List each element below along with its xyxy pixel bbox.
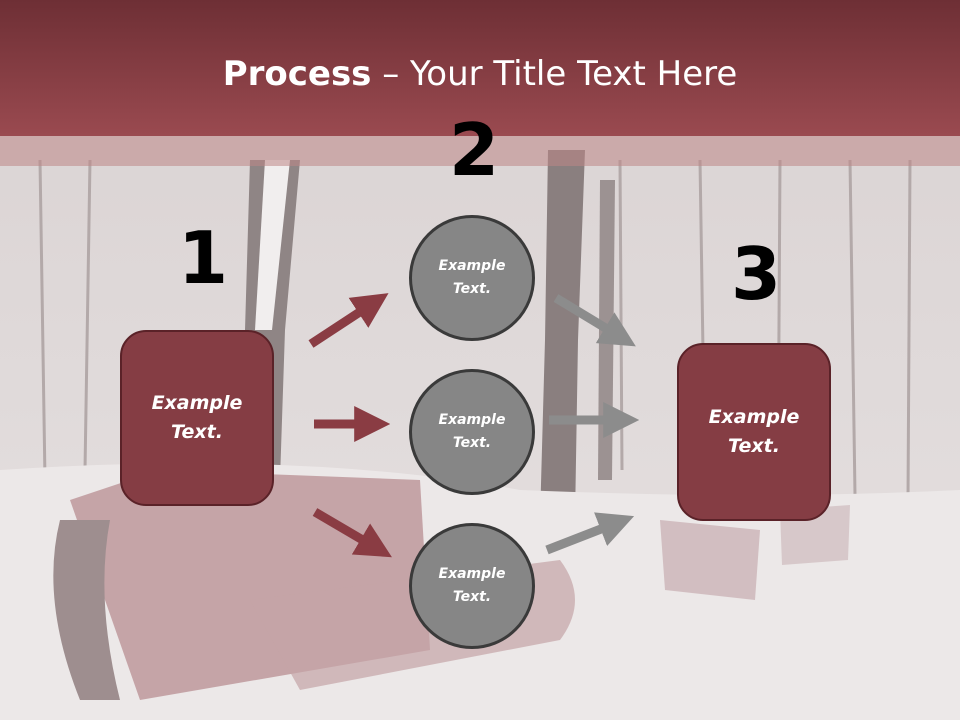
step2-circle-top: Example Text. (409, 215, 535, 341)
arrow-to-step2-bottom (312, 508, 392, 558)
slide-title: Process – Your Title Text Here (0, 54, 960, 94)
left-step-text: Example Text. (151, 392, 243, 443)
title-rest: – Your Title Text Here (371, 54, 738, 94)
left-step-box: Example Text. (120, 330, 274, 506)
step2-circle-top-text: Example Text. (438, 258, 506, 297)
step2-circle-middle-text: Example Text. (438, 412, 506, 451)
step2-circle-bottom-text: Example Text. (438, 566, 506, 605)
step-number-3: 3 (731, 232, 782, 316)
arrow-to-step3-bottom (545, 512, 635, 555)
title-bar (0, 0, 960, 136)
right-step-text: Example Text. (708, 406, 800, 457)
arrow-to-step3-top (553, 294, 636, 347)
step-number-2: 2 (449, 108, 500, 192)
right-step-box: Example Text. (677, 343, 831, 521)
title-bar-band (0, 136, 960, 166)
step2-circle-bottom: Example Text. (409, 523, 535, 649)
step-number-1: 1 (178, 216, 229, 300)
arrow-to-step2-top (308, 293, 389, 348)
title-bold: Process (222, 54, 372, 94)
step2-circle-middle: Example Text. (409, 369, 535, 495)
